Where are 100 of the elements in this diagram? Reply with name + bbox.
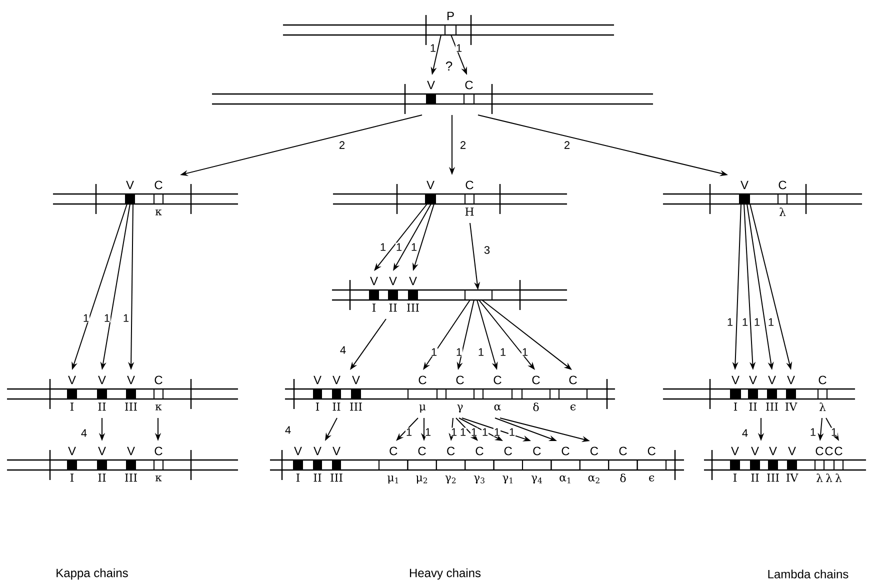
segment-label: C xyxy=(778,180,786,190)
segment-label: C xyxy=(504,446,512,456)
edge-label: 1 xyxy=(809,428,817,436)
segment-label: μ$_{2}$ xyxy=(416,476,428,484)
segment-label: III xyxy=(767,474,779,482)
edge-label: 1 xyxy=(499,348,507,356)
segment-label: V xyxy=(332,376,340,384)
segment-label: V xyxy=(409,276,417,286)
segment-label: I xyxy=(70,474,74,482)
segment-label: III xyxy=(766,402,778,411)
edge-label: 4 xyxy=(339,346,347,354)
segment-label: I xyxy=(316,402,320,411)
segment-label: V xyxy=(749,376,757,384)
edge-label: 3 xyxy=(483,246,491,254)
edge-label: 1 xyxy=(459,428,467,436)
edge-label: 1 xyxy=(405,428,413,436)
segment-label: λ xyxy=(779,208,786,216)
edge-label: 4 xyxy=(80,428,88,438)
segment-label: I xyxy=(372,304,376,312)
segment-label: V xyxy=(127,376,135,384)
edge-label: 2 xyxy=(563,140,571,150)
edge-label: 1 xyxy=(493,428,501,436)
segment-label: IV xyxy=(786,474,798,482)
edge-label: 1 xyxy=(379,242,387,252)
chain-caption: Heavy chains xyxy=(410,568,481,580)
segment-label: V xyxy=(314,376,322,384)
segment-label: ϵ xyxy=(649,475,654,482)
edge-label: 2 xyxy=(459,140,467,150)
segment-label: I xyxy=(296,474,300,482)
segment-label: V xyxy=(127,446,135,456)
segment-label: C xyxy=(466,180,474,190)
segment-label: I xyxy=(734,402,738,411)
segment-label: λ xyxy=(816,474,823,482)
segment-label: C xyxy=(494,376,502,384)
segment-label: C xyxy=(154,446,162,456)
segment-label: C xyxy=(532,376,540,384)
segment-label: C xyxy=(562,446,570,456)
edge-label: 1 xyxy=(122,314,130,322)
segment-label: V xyxy=(732,376,740,384)
segment-label: V xyxy=(68,376,76,384)
segment-label: P xyxy=(448,12,454,20)
segment-label: V xyxy=(332,446,340,456)
segment-label: III xyxy=(350,402,362,411)
gene-segment xyxy=(464,290,492,300)
segment-label: I xyxy=(70,402,74,411)
edge-label: 1 xyxy=(477,348,485,356)
segment-label: V xyxy=(294,446,302,456)
edge-label: 1 xyxy=(741,318,749,326)
segment-label: μ$_{1}$ xyxy=(388,476,398,484)
segment-label: C xyxy=(418,376,426,384)
segment-label: III xyxy=(125,402,137,411)
segment-label: C xyxy=(648,446,656,456)
segment-label: V xyxy=(426,180,434,190)
segment-label: γ$_{2}$ xyxy=(445,476,456,484)
segment-label: V xyxy=(370,276,378,286)
segment-label: γ$_{1}$ xyxy=(502,476,512,484)
segment-label: δ xyxy=(620,474,626,482)
edge-label: 1 xyxy=(410,242,418,252)
chain-caption: Lambda chains xyxy=(768,570,848,578)
segment-label: I xyxy=(733,474,737,482)
edge-label: 1 xyxy=(753,318,761,326)
segment-label: λ xyxy=(826,474,832,482)
edge-label: 1 xyxy=(82,314,90,322)
segment-label: κ xyxy=(155,404,162,410)
edge-label: 1 xyxy=(450,428,458,436)
segment-label: α$_{2}$ xyxy=(588,475,600,484)
segment-label: III xyxy=(407,304,419,312)
segment-label: V xyxy=(68,446,76,456)
segment-label: C xyxy=(154,180,162,190)
segment-label: κ xyxy=(155,476,162,482)
segment-label: γ$_{3}$ xyxy=(474,476,484,484)
edge-label: 1 xyxy=(481,428,489,436)
segment-label: H xyxy=(465,208,474,216)
segment-label: II xyxy=(314,474,322,482)
segment-label: V xyxy=(389,276,397,286)
segment-label: C xyxy=(619,446,627,456)
segment-label: V xyxy=(769,446,777,456)
edge-label: 1 xyxy=(508,428,516,436)
segment-label: V xyxy=(740,180,748,190)
edge-label: 1 xyxy=(470,428,478,436)
edge-label: 4 xyxy=(741,428,749,438)
segment-label: V xyxy=(751,446,759,456)
segment-label: C xyxy=(825,446,833,456)
segment-label: C xyxy=(390,446,398,456)
segment-label: C xyxy=(533,446,541,456)
segment-label: μ xyxy=(419,404,426,413)
segment-label: V xyxy=(98,376,106,384)
segment-label: α xyxy=(494,404,501,410)
segment-label: II xyxy=(98,402,106,411)
edge-label: 1 xyxy=(103,314,111,322)
segment-label: λ xyxy=(835,474,842,482)
question-mark: ? xyxy=(446,61,452,71)
edge-label: 2 xyxy=(338,140,346,150)
segment-label: III xyxy=(330,474,342,482)
segment-label: II xyxy=(749,402,757,411)
segment-label: V xyxy=(314,446,322,456)
segment-label: V xyxy=(126,180,134,190)
segment-label: λ xyxy=(819,402,826,412)
segment-label: δ xyxy=(533,402,539,412)
segment-label: V xyxy=(352,376,360,384)
